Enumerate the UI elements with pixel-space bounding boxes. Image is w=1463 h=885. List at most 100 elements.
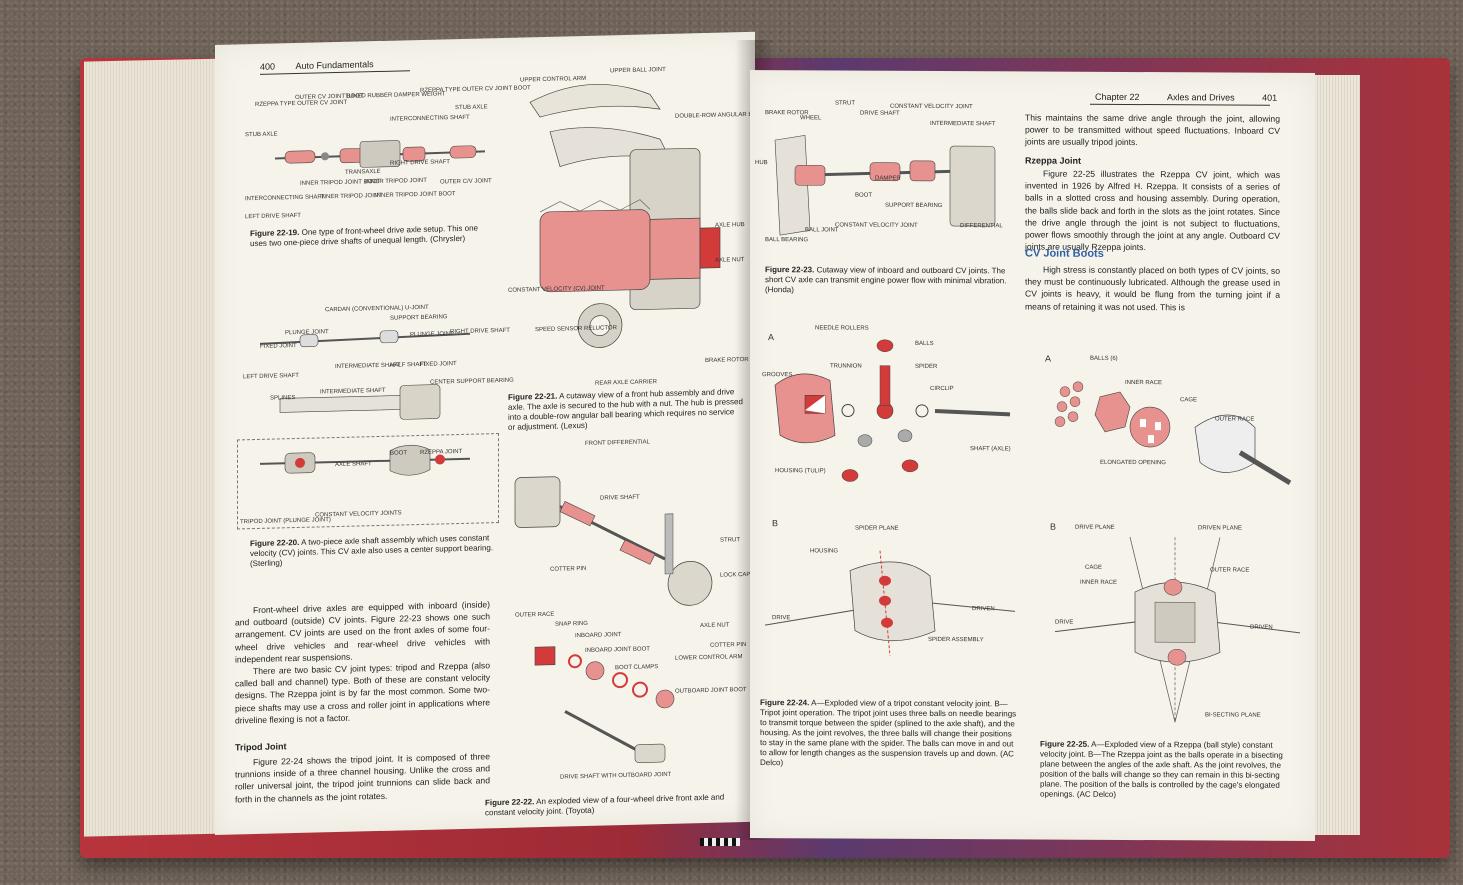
figure-22-22-illustration [505,452,740,778]
figure-22-24b-illustration [760,530,1020,661]
fig22-label-6: OUTER RACE [515,611,555,619]
fig23-label-11: BALL BEARING [765,237,809,244]
fig25-caption-label: Figure 22-25. [1040,739,1090,749]
fig24a-label-1: BALLS [915,340,934,347]
fig22-label-8: INBOARD JOINT [575,632,622,640]
fig24a-label-5: CIRCLIP [930,385,954,393]
fig23-label-9: SUPPORT BEARING [885,202,943,210]
fig23-label-13: CONSTANT VELOCITY JOINT [835,222,918,229]
fig20-label-2: PLUNGE JOINT [285,329,329,337]
fig24a-label-3: SPIDER [915,363,938,370]
fig22-label-3: COTTER PIN [550,565,587,573]
fig24a-label-7: SHAFT (AXLE) [970,446,1011,453]
fig20-label-14: RZEPPA JOINT [420,448,463,456]
fig24-caption-text: A—Exploded view of a tripot constant vel… [760,698,1017,768]
figure-22-23-illustration [760,100,1020,261]
fig24a-label-6: HOUSING (TULIP) [775,468,826,475]
figure-22-19-caption: Figure 22-19. One type of front-wheel dr… [250,223,495,249]
fig22-caption-label: Figure 22-22. [485,797,535,808]
figure-22-25b-illustration [1040,532,1305,733]
fig24b-label-4: SPIDER ASSEMBLY [928,636,984,644]
cv-joint-boots-heading: CV Joint Boots [1025,247,1104,260]
fig25b-label-3: OUTER RACE [1210,567,1250,574]
right-running-head: Axles and Drives [1167,92,1235,103]
figure-22-23-caption: Figure 22-23. Cutaway view of inboard an… [765,265,1010,296]
right-para-2: Figure 22-25 illustrates the Rzeppa CV j… [1025,168,1280,253]
right-body-text: This maintains the same drive angle thro… [1025,111,1280,149]
fig22-label-5: AXLE NUT [700,622,730,630]
fig25a-label-4: ELONGATED OPENING [1100,459,1166,467]
figure-22-19-illustration [245,83,495,219]
fig21-caption-label: Figure 22-21. [508,391,558,402]
left-para-2: There are two basic CV joint types: trip… [235,660,490,726]
right-para-3: High stress is constantly placed on both… [1025,264,1280,312]
fig25-panel-b: B [1050,521,1057,532]
fig20-label-5: RIGHT DRIVE SHAFT [450,327,510,336]
fig19-caption-label: Figure 22-19. [250,227,300,239]
fig20-label-10: CENTER SUPPORT BEARING [430,377,514,386]
fig25a-label-2: CAGE [1180,397,1198,404]
fig24a-label-2: TRUNNION [830,363,862,370]
left-para-3: Figure 22-24 shows the tripod joint. It … [235,751,490,805]
left-body-text: Front-wheel drive axles are equipped wit… [235,598,490,726]
fig20-caption-label: Figure 22-20. [250,537,300,549]
right-para-1: This maintains the same drive angle thro… [1025,112,1280,148]
fig25a-label-0: BALLS (6) [1090,355,1118,362]
fig21-label-1: UPPER BALL JOINT [610,66,666,75]
fig23-label-5: INTERMEDIATE SHAFT [930,120,996,128]
right-page-number: 401 [1262,92,1278,103]
fig20-label-6: LEFT DRIVE SHAFT [243,372,299,381]
fig23-label-12: BALL JOINT [805,227,839,234]
fig19-label-7: TRANSAXLE [345,168,381,176]
fig22-label-14: DRIVE SHAFT WITH OUTBOARD JOINT [560,771,672,781]
fig22-label-0: FRONT DIFFERENTIAL [585,439,650,447]
fig22-label-10: BOOT CLAMPS [615,664,659,672]
fig23-label-4: CONSTANT VELOCITY JOINT [890,103,973,111]
fig20-label-15: AXLE SHAFT [335,461,372,469]
fig19-label-15: LEFT DRIVE SHAFT [245,212,301,221]
fig25b-label-4: INNER RACE [1080,579,1118,586]
fig25b-label-6: DRIVEN [1250,624,1273,631]
fig21-label-8: REAR AXLE CARRIER [595,379,658,387]
left-page: 400 Auto Fundamentals RZEPPA TYPE OUTER … [215,31,755,836]
fig20-label-11: SPLINES [270,395,296,402]
rzeppa-joint-subhead: Rzeppa Joint [1025,155,1082,166]
fig25b-label-1: DRIVEN PLANE [1198,525,1243,532]
fig25b-label-5: DRIVE [1055,619,1074,626]
page-stack-left [84,58,234,837]
fig23-label-8: BOOT [855,192,873,199]
fig23-label-1: WHEEL [800,115,822,122]
fig24b-label-1: HOUSING [810,548,839,555]
figure-22-21-caption: Figure 22-21. A cutaway view of a front … [508,387,743,433]
figure-22-24-caption: Figure 22-24. A—Exploded view of a tripo… [760,698,1020,769]
bookmark-ribbon [700,838,740,846]
fig19-label-4: STUB AXLE [245,131,278,139]
fig24b-label-0: SPIDER PLANE [855,525,899,532]
fig24b-label-3: DRIVE [772,615,791,622]
fig24-panel-b: B [772,518,779,529]
fig25b-label-0: DRIVE PLANE [1075,524,1115,531]
left-body-text-2: Figure 22-24 shows the tripod joint. It … [235,750,490,805]
fig19-label-6: STUB AXLE [455,104,488,112]
right-body-text-2: Figure 22-25 illustrates the Rzeppa CV j… [1025,167,1280,254]
fig22-label-7: SNAP RING [555,620,588,628]
left-running-head: Auto Fundamentals [295,59,374,72]
figure-22-20-caption: Figure 22-20. A two-piece axle shaft ass… [250,533,495,569]
fig19-label-14: OUTER C/V JOINT [440,178,492,186]
figure-22-24a-illustration [760,325,1020,496]
fig24-caption-label: Figure 22-24. [760,698,810,708]
fig25b-label-7: BI-SECTING PLANE [1205,712,1261,719]
right-page: Chapter 22 Axles and Drives 401 BRAKE RO… [750,70,1315,841]
left-page-number: 400 [260,61,276,72]
fig25b-label-2: CAGE [1085,564,1103,571]
tripod-joint-subhead: Tripod Joint [235,741,287,753]
right-chapter: Chapter 22 [1095,91,1140,103]
fig23-label-3: DRIVE SHAFT [860,110,900,117]
fig25a-label-3: OUTER RACE [1215,416,1255,423]
figure-22-20-illustration [240,308,490,524]
left-page-header: 400 Auto Fundamentals [260,59,374,72]
left-para-1: Front-wheel drive axles are equipped wit… [235,599,490,665]
header-rule-right [1090,103,1270,106]
fig24a-label-4: GROOVES [762,372,793,379]
fig20-label-4: PLUNGE JOINT [410,331,454,339]
